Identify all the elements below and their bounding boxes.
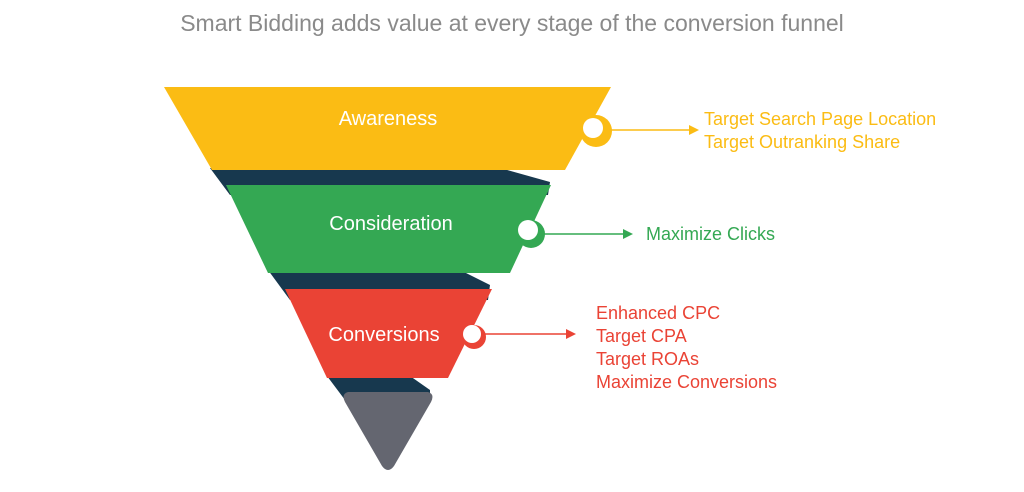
funnel-stage-awareness	[164, 87, 611, 170]
funnel-tip	[343, 392, 433, 470]
stage-label-awareness: Awareness	[339, 108, 438, 130]
arrow-head-awareness	[689, 125, 699, 135]
strategy-item: Maximize Conversions	[596, 372, 778, 392]
strategy-item: Maximize Clicks	[646, 224, 776, 244]
connector-dot-conversions	[463, 325, 481, 343]
funnel-stage-conversions	[285, 289, 492, 378]
arrow-head-consideration	[623, 229, 633, 239]
stage-label-conversions: Conversions	[328, 324, 439, 346]
strategy-item: Target ROAs	[596, 349, 700, 369]
connector-dot-awareness	[583, 118, 603, 138]
strategy-item: Target CPA	[596, 326, 687, 346]
strategy-item: Target Search Page Location	[704, 109, 937, 129]
diagram-title: Smart Bidding adds value at every stage …	[180, 10, 844, 36]
strategies-consideration: Maximize Clicks	[646, 223, 775, 246]
strategy-item: Target Outranking Share	[704, 132, 901, 152]
strategies-awareness: Target Search Page Location Target Outra…	[704, 108, 936, 154]
strategy-item: Enhanced CPC	[596, 303, 721, 323]
stage-label-consideration: Consideration	[329, 213, 452, 235]
funnel-stage-consideration	[226, 185, 551, 273]
arrow-head-conversions	[566, 329, 576, 339]
connector-dot-consideration	[518, 220, 538, 240]
strategies-conversions: Enhanced CPC Target CPA Target ROAs Maxi…	[596, 302, 777, 394]
